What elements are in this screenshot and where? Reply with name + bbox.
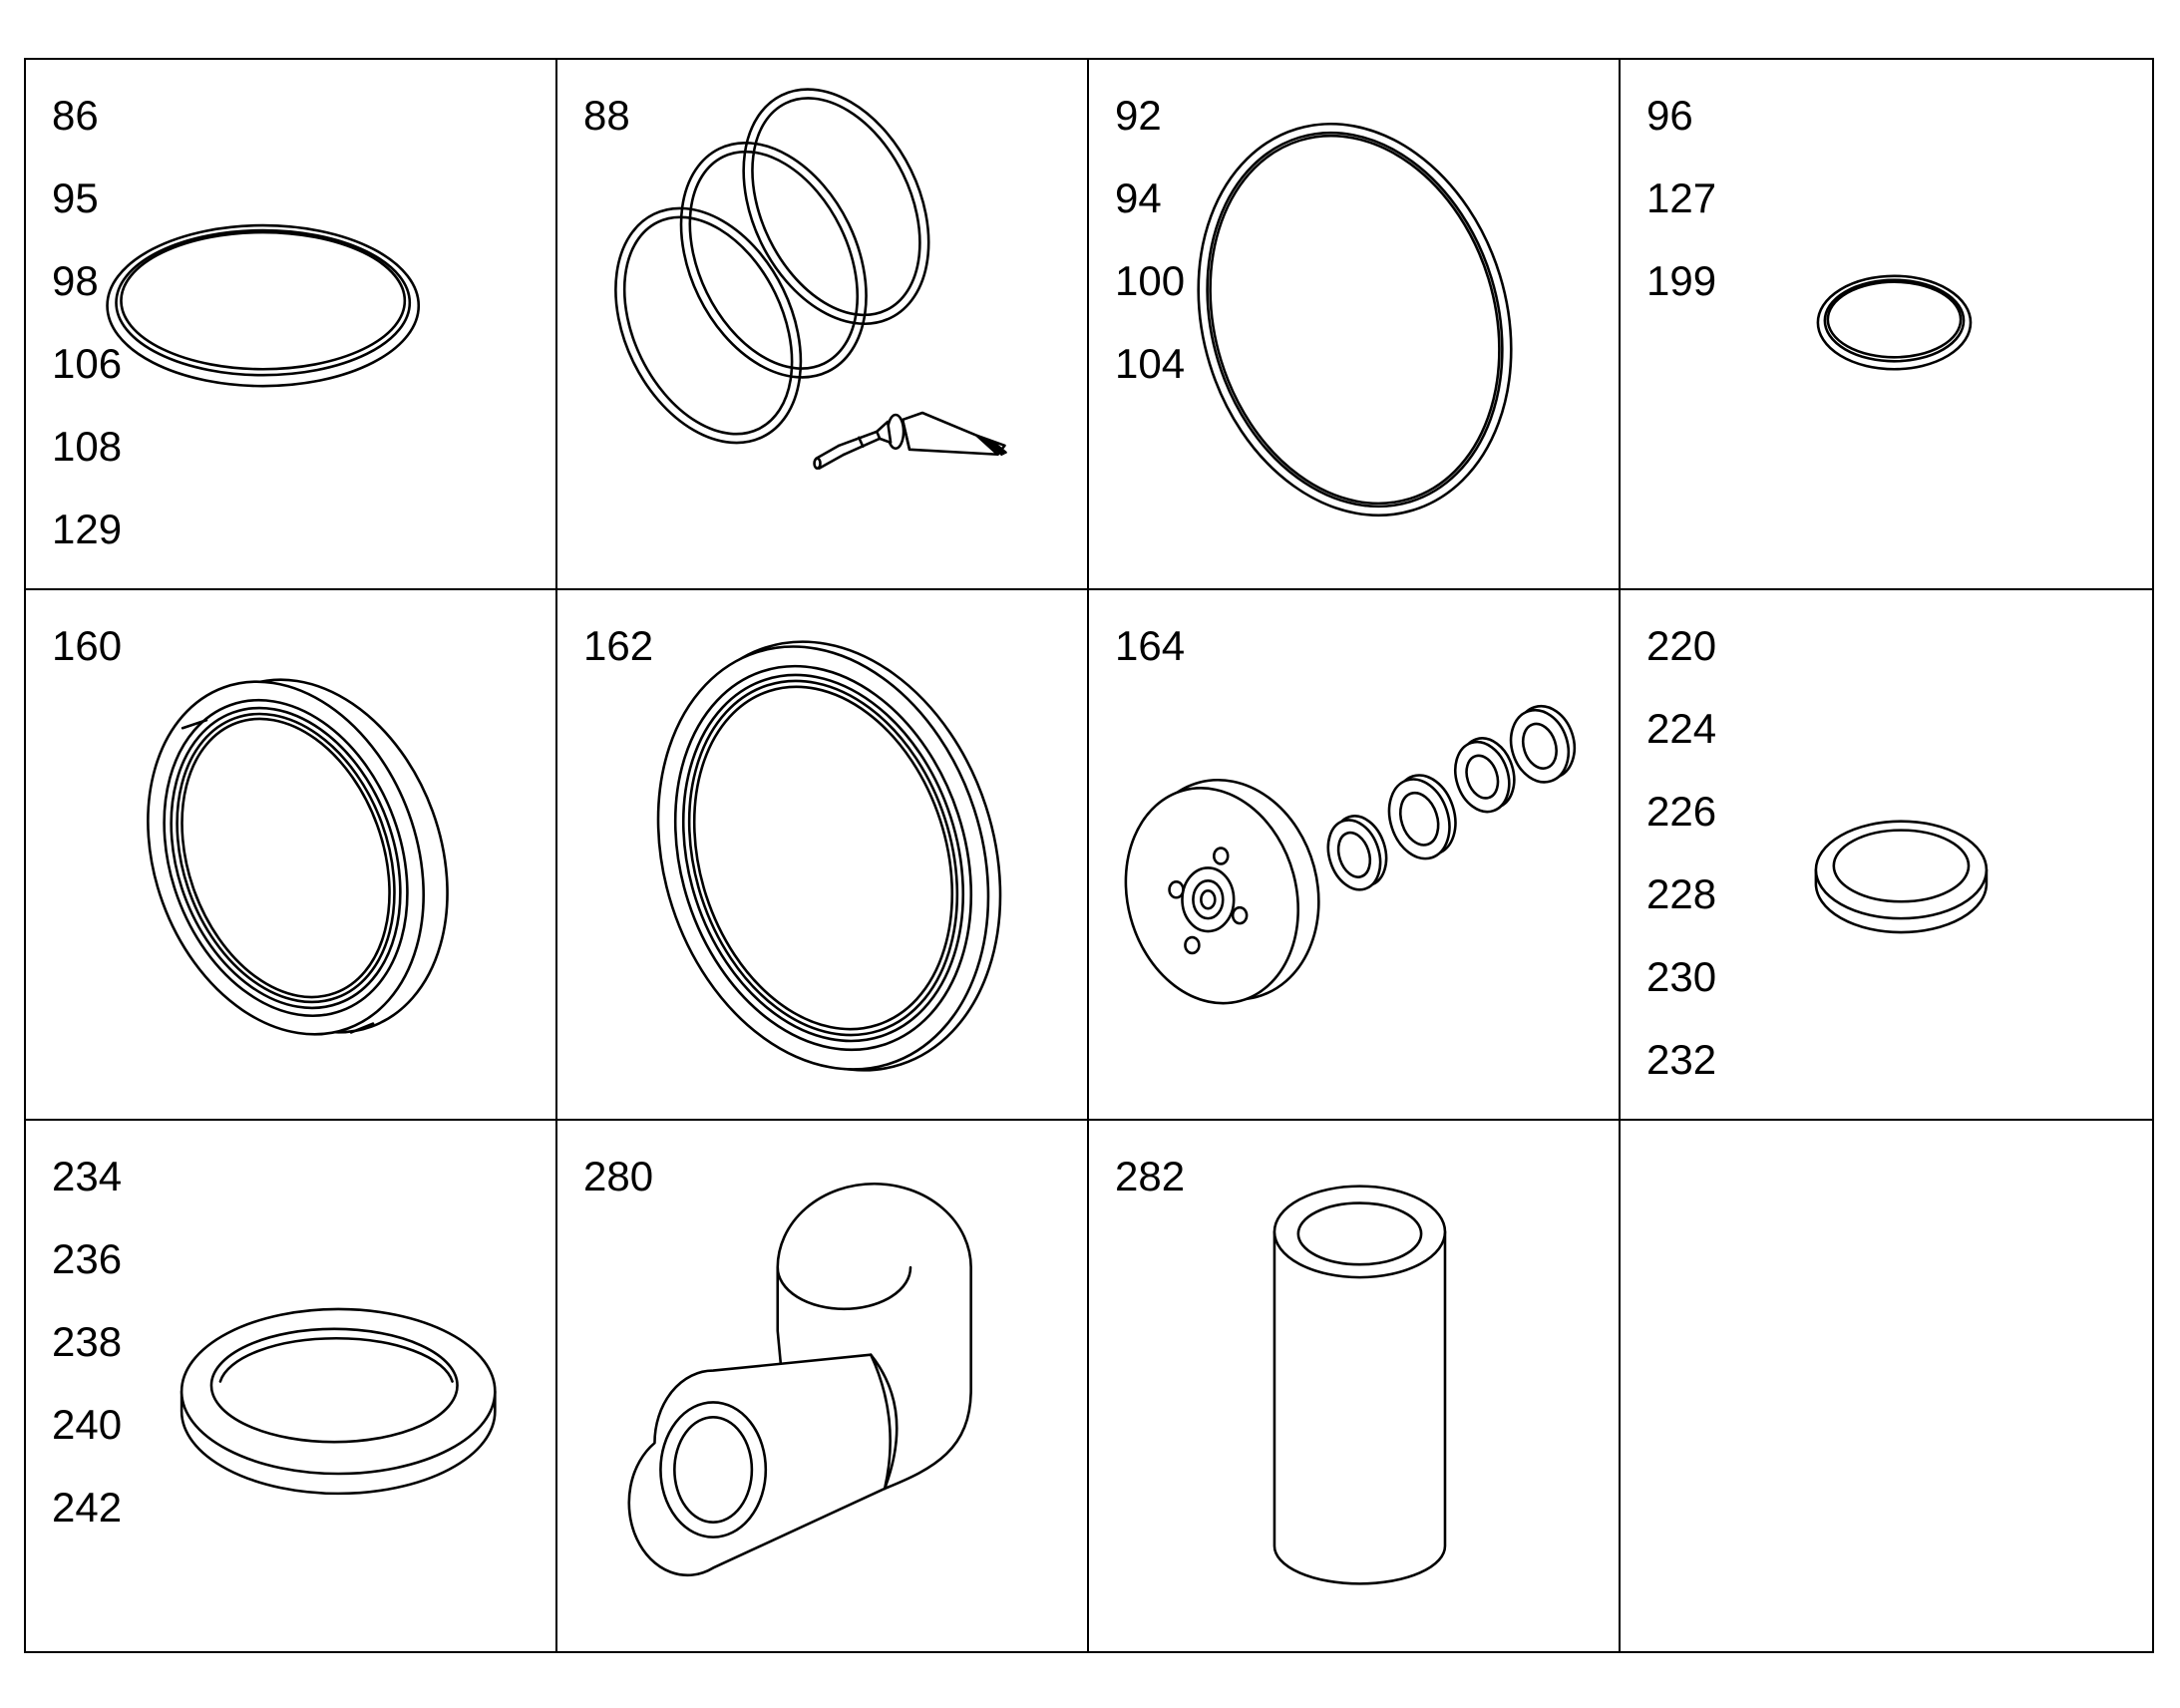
part-number: 234 — [52, 1153, 123, 1199]
elbow-hose-icon — [627, 1182, 972, 1577]
part-number: 129 — [52, 506, 123, 552]
part-number: 220 — [1646, 622, 1717, 669]
part-cell-1: 86 95 98 106 108 129 — [26, 60, 557, 590]
part-number: 240 — [52, 1401, 123, 1448]
part-number: 238 — [52, 1318, 123, 1365]
part-number: 96 — [1646, 92, 1693, 139]
part-number: 108 — [52, 423, 123, 470]
part-number: 232 — [1646, 1036, 1717, 1083]
lip-seal-icon — [147, 678, 449, 1036]
part-number: 86 — [52, 92, 99, 139]
part-number: 242 — [52, 1484, 123, 1531]
part-number: 127 — [1646, 174, 1717, 221]
part-number: 104 — [1115, 340, 1186, 387]
part-number: 226 — [1646, 788, 1717, 835]
part-number: 199 — [1646, 257, 1717, 304]
part-cell-10: 280 — [557, 1121, 1089, 1651]
part-cell-4: 96 127 199 — [1621, 60, 2152, 590]
part-numbers: 162 — [583, 604, 653, 687]
part-cell-3: 92 94 100 104 — [1089, 60, 1621, 590]
small-o-ring-icon — [1816, 274, 1973, 371]
part-number: 282 — [1115, 1153, 1186, 1199]
part-cell-5: 160 — [26, 590, 557, 1121]
part-cell-7: 164 — [1089, 590, 1621, 1121]
o-ring-set-with-lubricant-tube-icon — [614, 88, 1007, 470]
large-lip-seal-icon — [656, 640, 1002, 1072]
part-cell-8: 220 224 226 228 230 232 — [1621, 590, 2152, 1121]
flat-gasket-icon — [1814, 820, 1989, 934]
part-numbers: 280 — [583, 1135, 653, 1217]
part-numbers: 164 — [1115, 604, 1185, 687]
part-cell-11: 282 — [1089, 1121, 1621, 1651]
part-number: 236 — [52, 1235, 123, 1282]
part-cell-2: 88 — [557, 60, 1089, 590]
impeller-with-washers-icon — [1124, 704, 1577, 1005]
o-ring-icon — [106, 223, 421, 388]
part-numbers: 92 94 100 104 — [1115, 74, 1185, 405]
part-number: 164 — [1115, 622, 1186, 669]
part-number: 95 — [52, 174, 99, 221]
part-number: 162 — [583, 622, 654, 669]
part-number: 230 — [1646, 953, 1717, 1000]
part-numbers: 96 127 199 — [1646, 74, 1716, 322]
part-cell-6: 162 — [557, 590, 1089, 1121]
part-numbers: 282 — [1115, 1135, 1185, 1217]
part-number: 228 — [1646, 870, 1717, 917]
parts-grid: 86 95 98 106 108 129 88 — [24, 58, 2154, 1653]
part-number: 98 — [52, 257, 99, 304]
straight-sleeve-icon — [1272, 1185, 1447, 1585]
part-numbers: 220 224 226 228 230 232 — [1646, 604, 1716, 1101]
large-o-ring-icon — [1197, 122, 1513, 517]
part-cell-12 — [1621, 1121, 2152, 1651]
part-numbers: 160 — [52, 604, 122, 687]
part-number: 106 — [52, 340, 123, 387]
part-number: 280 — [583, 1153, 654, 1199]
part-number: 94 — [1115, 174, 1162, 221]
part-numbers: 234 236 238 240 242 — [52, 1135, 122, 1548]
part-number: 224 — [1646, 705, 1717, 752]
part-numbers: 86 95 98 106 108 129 — [52, 74, 122, 570]
thick-gasket-icon — [180, 1307, 497, 1496]
part-cell-9: 234 236 238 240 242 — [26, 1121, 557, 1651]
part-number: 100 — [1115, 257, 1186, 304]
part-numbers: 88 — [583, 74, 630, 157]
part-number: 92 — [1115, 92, 1162, 139]
part-number: 160 — [52, 622, 123, 669]
part-number: 88 — [583, 92, 630, 139]
